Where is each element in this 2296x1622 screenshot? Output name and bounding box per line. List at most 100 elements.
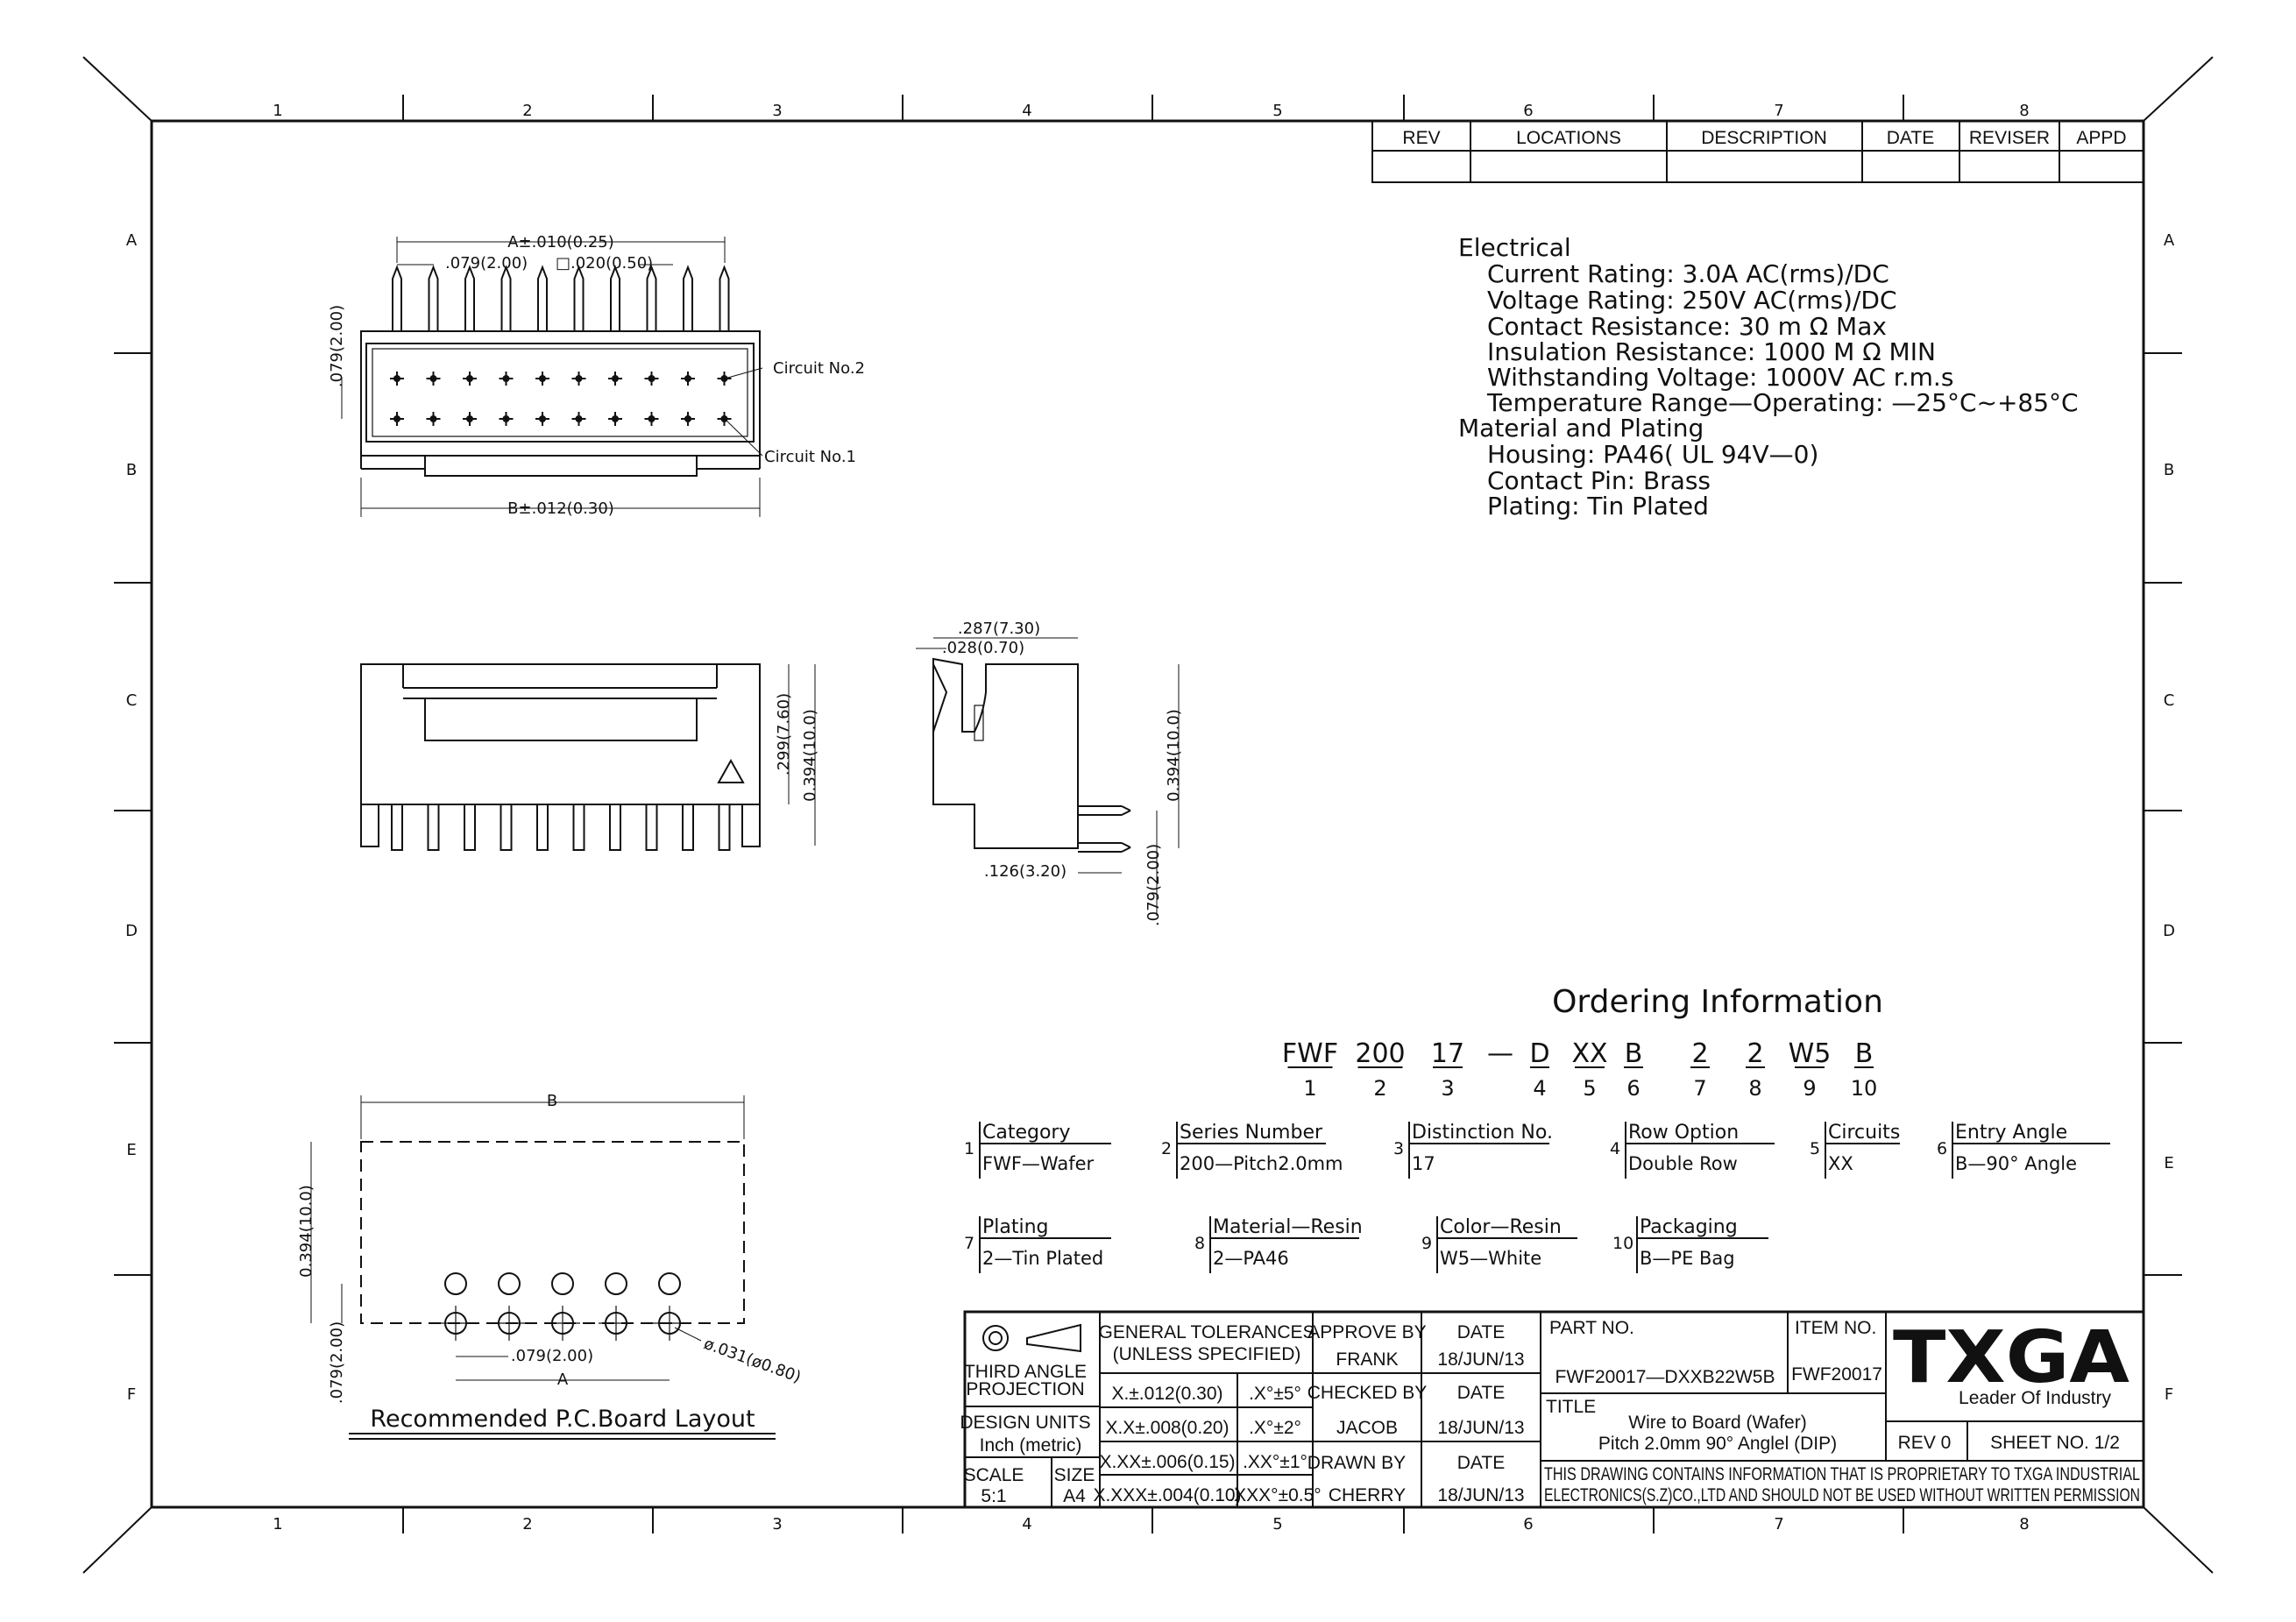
dim-a: A <box>557 1371 569 1389</box>
ordering-title: Ordering Information <box>1552 984 1883 1020</box>
item-no: FWF20017 <box>1791 1364 1882 1385</box>
leg <box>391 804 403 851</box>
pcb-hole <box>658 1272 681 1295</box>
spec-temperature: Temperature Range—Operating: —25°C~+85°C <box>1486 388 2079 417</box>
pcb-hole <box>498 1272 521 1295</box>
leg <box>718 804 731 851</box>
rev-header: REV <box>1402 128 1440 148</box>
design-units-label: DESIGN UNITS <box>960 1413 1090 1433</box>
code-number: 9 <box>1803 1076 1816 1101</box>
contact-dot <box>429 375 437 382</box>
spec-voltage: Voltage Rating: 250V AC(rms)/DC <box>1487 286 1897 315</box>
code-part: B <box>1625 1038 1643 1069</box>
size-label: SIZE <box>1054 1465 1095 1485</box>
proprietary-notice-1: THIS DRAWING CONTAINS INFORMATION THAT I… <box>1544 1464 2140 1484</box>
row-label: E <box>2164 1154 2173 1172</box>
tolerances-subtitle: (UNLESS SPECIFIED) <box>1113 1344 1301 1364</box>
design-units: Inch (metric) <box>980 1435 1082 1456</box>
tol-linear-2: X.X±.008(0.20) <box>1105 1418 1229 1438</box>
contact-dot <box>684 415 691 422</box>
row-label: A <box>126 231 138 250</box>
top-contacts <box>390 372 732 426</box>
contact-dot <box>393 375 400 382</box>
tol-linear-4: X.XXX±.004(0.10) <box>1093 1485 1241 1505</box>
dim-row: .079(2.00) <box>328 305 346 387</box>
dim-pitch: .079(2.00) <box>1144 844 1163 926</box>
item-value: 200—Pitch2.0mm <box>1180 1153 1343 1174</box>
row-label: B <box>126 461 137 479</box>
dim-h: 0.394(10.0) <box>297 1185 315 1278</box>
item-number: 9 <box>1421 1234 1432 1253</box>
title-block: THIRD ANGLE PROJECTION DESIGN UNITS Inch… <box>960 1310 2145 1509</box>
date-label: DATE <box>1457 1322 1505 1342</box>
row-label: F <box>2165 1385 2173 1404</box>
code-number: 4 <box>1533 1076 1546 1101</box>
revision-table: REV LOCATIONS DESCRIPTION DATE REVISER A… <box>1371 120 2144 183</box>
code-number: 1 <box>1303 1076 1316 1101</box>
leg <box>609 804 621 851</box>
item-value: 2—Tin Plated <box>982 1248 1103 1269</box>
spec-current: Current Rating: 3.0A AC(rms)/DC <box>1487 259 1889 288</box>
tol-angle-1: .X°±5° <box>1249 1384 1301 1404</box>
ordering-item: 7 Plating 2—Tin Plated <box>964 1216 1111 1273</box>
pcb-hole <box>444 1272 467 1295</box>
contact-dot <box>720 375 728 382</box>
col-label: 7 <box>1774 102 1783 120</box>
projection-circle-icon <box>982 1325 1009 1351</box>
tol-angle-2: .X°±2° <box>1249 1418 1301 1438</box>
col-label: 5 <box>1272 102 1282 120</box>
dim-b: B±.012(0.30) <box>507 499 614 518</box>
col-label: 6 <box>1523 1515 1533 1533</box>
col-label: 8 <box>2019 102 2029 120</box>
date-value-2: 18/JUN/13 <box>1437 1418 1524 1438</box>
rev-value: REV 0 <box>1898 1433 1952 1453</box>
code-part: — <box>1487 1038 1513 1069</box>
dim-h: 0.394(10.0) <box>1165 709 1183 802</box>
front-legs <box>360 804 761 851</box>
date-value-3: 18/JUN/13 <box>1437 1485 1524 1505</box>
drawing-title-2: Pitch 2.0mm 90° Anglel (DIP) <box>1598 1434 1837 1454</box>
title-label: TITLE <box>1546 1397 1596 1417</box>
checked-value: JACOB <box>1336 1418 1398 1438</box>
dim-tail: .126(3.20) <box>984 862 1067 881</box>
front-view: .299(7.60) 0.394(10.0) <box>360 663 819 851</box>
scale-value: 5:1 <box>981 1486 1006 1506</box>
leg <box>500 804 513 851</box>
item-value: Double Row <box>1628 1153 1738 1174</box>
tolerances-title: GENERAL TOLERANCES <box>1098 1322 1315 1342</box>
date-value-1: 18/JUN/13 <box>1437 1349 1524 1370</box>
col-label: 2 <box>522 1515 532 1533</box>
item-value: FWF—Wafer <box>982 1153 1095 1174</box>
pin <box>573 265 585 331</box>
pin <box>719 265 730 331</box>
contact-dot <box>466 415 473 422</box>
row-label: A <box>2164 231 2175 250</box>
item-number: 7 <box>964 1234 974 1253</box>
code-part: XX <box>1571 1038 1607 1069</box>
dim-h2: 0.394(10.0) <box>801 709 819 802</box>
pin <box>500 265 512 331</box>
dim-pin: □.020(0.50) <box>556 254 653 273</box>
code-number: 10 <box>1851 1076 1878 1101</box>
description-header: DESCRIPTION <box>1701 128 1827 148</box>
projection-cone-icon <box>1026 1323 1081 1353</box>
col-label: 6 <box>1523 102 1533 120</box>
item-label: Plating <box>982 1216 1049 1238</box>
contact-dot <box>502 375 510 382</box>
contact-dot <box>502 415 510 422</box>
code-number: 6 <box>1626 1076 1640 1101</box>
item-value: XX <box>1828 1153 1853 1174</box>
pin <box>537 265 548 331</box>
contact-dot <box>575 415 583 422</box>
date-header: DATE <box>1887 128 1934 148</box>
spec-contact-resistance: Contact Resistance: 30 m Ω Max <box>1487 312 1887 341</box>
drawn-value: CHERRY <box>1329 1485 1406 1505</box>
pin <box>392 265 402 331</box>
item-value: 2—PA46 <box>1213 1248 1289 1269</box>
